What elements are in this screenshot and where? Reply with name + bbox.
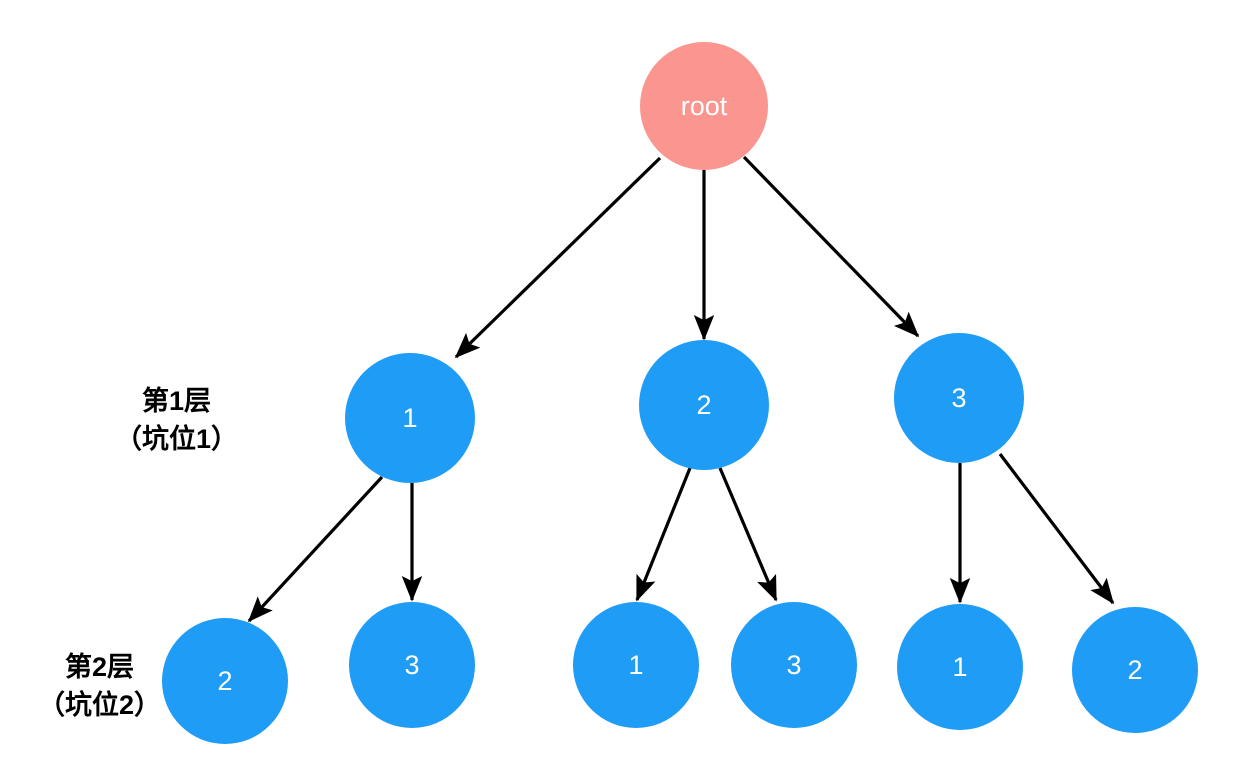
node-label: 1 [402,402,418,433]
level-label-line: 第1层 [142,386,212,416]
node-label: 3 [951,382,967,413]
node-l1-n3[interactable]: 3 [894,333,1024,463]
node-l2-n6[interactable]: 2 [1072,607,1198,733]
node-l2-n3[interactable]: 1 [573,602,699,728]
edge-l1-n2-to-l2-n4 [718,467,778,602]
node-l2-n4[interactable]: 3 [731,602,857,728]
node-root[interactable]: root [640,42,768,170]
edge-root-to-l1-n1 [454,156,662,359]
level-label-level-1: 第1层 （坑位1） [115,382,238,459]
level-label-line: （坑位2） [38,690,162,721]
node-l1-n2[interactable]: 2 [639,340,769,470]
node-l1-n1[interactable]: 1 [345,353,475,483]
edge-l1-n1-to-l2-n1 [247,475,384,623]
level-label-line: 第2层 [65,652,135,682]
edge-l1-n3-to-l2-n6 [998,453,1115,605]
node-l2-n1[interactable]: 2 [162,618,288,744]
node-l2-n5[interactable]: 1 [897,604,1023,730]
node-label: 2 [217,665,233,696]
node-label: 2 [696,389,712,420]
node-label: root [680,90,728,121]
level-label-level-2: 第2层 （坑位2） [38,648,161,725]
node-l2-n2[interactable]: 3 [349,602,475,728]
node-label: 3 [404,649,420,680]
edge-root-to-l1-n3 [742,155,920,338]
node-label: 1 [952,651,968,682]
level-label-line: （坑位1） [115,424,239,455]
edge-l1-n2-to-l2-n3 [635,467,692,602]
node-label: 2 [1127,654,1143,685]
node-label: 3 [786,649,802,680]
node-label: 1 [628,649,644,680]
